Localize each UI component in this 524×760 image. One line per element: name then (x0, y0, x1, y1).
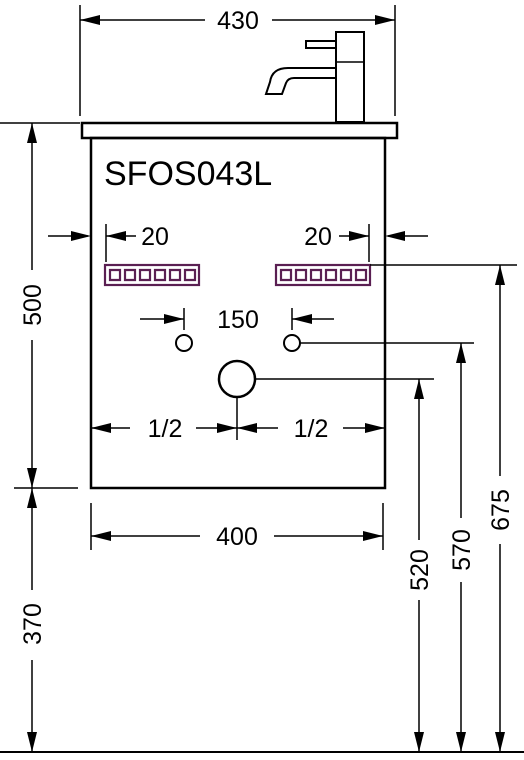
arrow-head (292, 314, 312, 324)
arrow-head (164, 314, 184, 324)
arrow-head (414, 379, 424, 399)
arrow-head (237, 423, 257, 433)
supply-hole-left (175, 334, 193, 352)
arrow-head (495, 265, 505, 285)
cabinet-body (89, 136, 387, 490)
drain-hole (217, 359, 257, 399)
dim-rail-offset-right: 20 (304, 223, 428, 262)
dim-label-rail-offset-right: 20 (304, 223, 332, 251)
dim-rail-offset-left: 20 (48, 223, 169, 262)
wall-rail-right (274, 263, 372, 287)
arrow-head (71, 231, 91, 241)
arrow-head (91, 423, 111, 433)
dim-label-top-width: 430 (217, 7, 259, 35)
faucet-lever (305, 40, 337, 49)
arrow-head (375, 15, 395, 25)
dim-rail-height: 675 (370, 264, 517, 752)
arrow-head (80, 15, 100, 25)
dim-label-hole-spacing: 150 (217, 306, 259, 334)
dim-label-cabinet-height: 500 (19, 284, 47, 326)
arrow-head (495, 732, 505, 752)
arrow-head (385, 231, 405, 241)
arrow-head (363, 531, 383, 541)
faucet-spout (264, 67, 336, 95)
arrow-head (27, 488, 37, 508)
dim-label-drain-left: 1/2 (148, 415, 183, 443)
arrow-head (365, 423, 385, 433)
basin-top (80, 121, 399, 140)
arrow-head (456, 732, 466, 752)
supply-holes (175, 334, 301, 352)
dim-label-drain-height: 520 (406, 549, 434, 591)
arrow-head (27, 732, 37, 752)
dim-label-drain-right: 1/2 (294, 415, 329, 443)
arrow-head (91, 531, 111, 541)
model-code: SFOS043L (104, 155, 272, 193)
arrow-head (414, 732, 424, 752)
wall-rail-left (103, 263, 201, 287)
arrow-head (27, 468, 37, 488)
dim-left-heights: 500 370 (0, 122, 80, 752)
dim-cabinet-width: 400 (90, 503, 384, 551)
arrow-head (217, 423, 237, 433)
supply-hole-right (283, 334, 301, 352)
dim-top-width: 430 (79, 5, 396, 116)
dim-label-rail-offset-left: 20 (141, 223, 169, 251)
dim-supply-height: 570 (300, 342, 476, 752)
dim-label-cabinet-width: 400 (216, 523, 258, 551)
cabinet-outline (80, 121, 399, 490)
arrow-head (106, 231, 126, 241)
dim-hole-spacing: 150 (140, 306, 334, 334)
dim-label-floor-to-cabinet: 370 (19, 603, 47, 645)
arrow-head (27, 123, 37, 143)
faucet-icon (264, 31, 365, 123)
dim-drain-center: 1/2 1/2 (91, 415, 385, 443)
dim-label-rail-height: 675 (487, 489, 515, 531)
faucet-body (335, 31, 365, 123)
arrow-head (456, 343, 466, 363)
dim-drain-height: 520 (255, 378, 434, 752)
dim-label-supply-height: 570 (448, 529, 476, 571)
arrow-head (349, 231, 369, 241)
